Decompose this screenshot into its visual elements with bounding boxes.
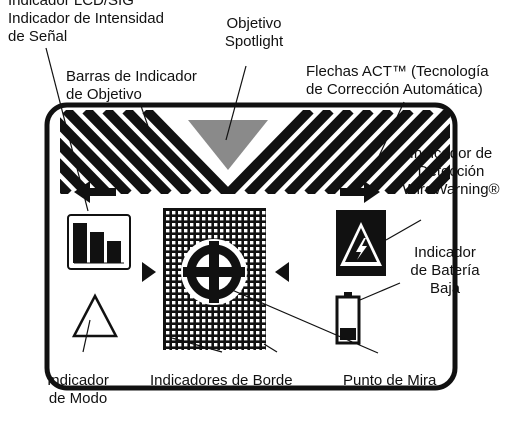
spotlight-label-line1: Objetivo [226,15,282,32]
spotlight-target [188,120,268,170]
target-indicator-bars [60,110,450,194]
wirewarning-label-line1: Indicador de [409,145,493,162]
mode-label-line1: Indicador [47,372,109,389]
edge-right-arrow-icon [275,262,289,282]
lcd-frame [44,102,458,391]
spotlight-label-line2: Spotlight [224,33,284,50]
low-battery-label-line1: Indicador [414,244,476,261]
low-battery-label-line2: de Batería [410,262,480,279]
wirewarning-label-line2: Detección [417,163,485,180]
crosshair-icon [181,239,247,305]
act-arrows-label-line1: Flechas ACT™ (Tecnología [306,63,489,80]
mode-label-line2: de Modo [48,390,108,407]
signal-strength-icon [67,214,131,270]
wirewarning-label-line3: WireWarning® [402,181,500,198]
low-battery-icon [335,292,361,345]
edge-left-arrow-icon [142,262,156,282]
edge-indicators-label: Indicadores de Borde [150,372,293,389]
signal-indicator-label-line3: de Señal [8,28,68,45]
edge-indicator-grid [163,208,266,350]
crosshair-label: Punto de Mira [343,372,437,389]
target-bars-label-line2: de Objetivo [66,86,142,103]
leader-lines [45,47,422,354]
mode-indicator-icon [71,293,119,338]
low-battery-label-line3: Baja [429,280,461,297]
act-right-arrow-icon [340,181,380,203]
act-arrows-label-line2: de Corrección Automática) [306,81,483,98]
wirewarning-icon [336,210,386,276]
signal-indicator-label-line1: Indicador LCD/SIG [8,0,134,9]
target-bars-label-line1: Barras de Indicador [66,68,197,85]
signal-indicator-label-line2: Indicador de Intensidad [8,10,164,27]
